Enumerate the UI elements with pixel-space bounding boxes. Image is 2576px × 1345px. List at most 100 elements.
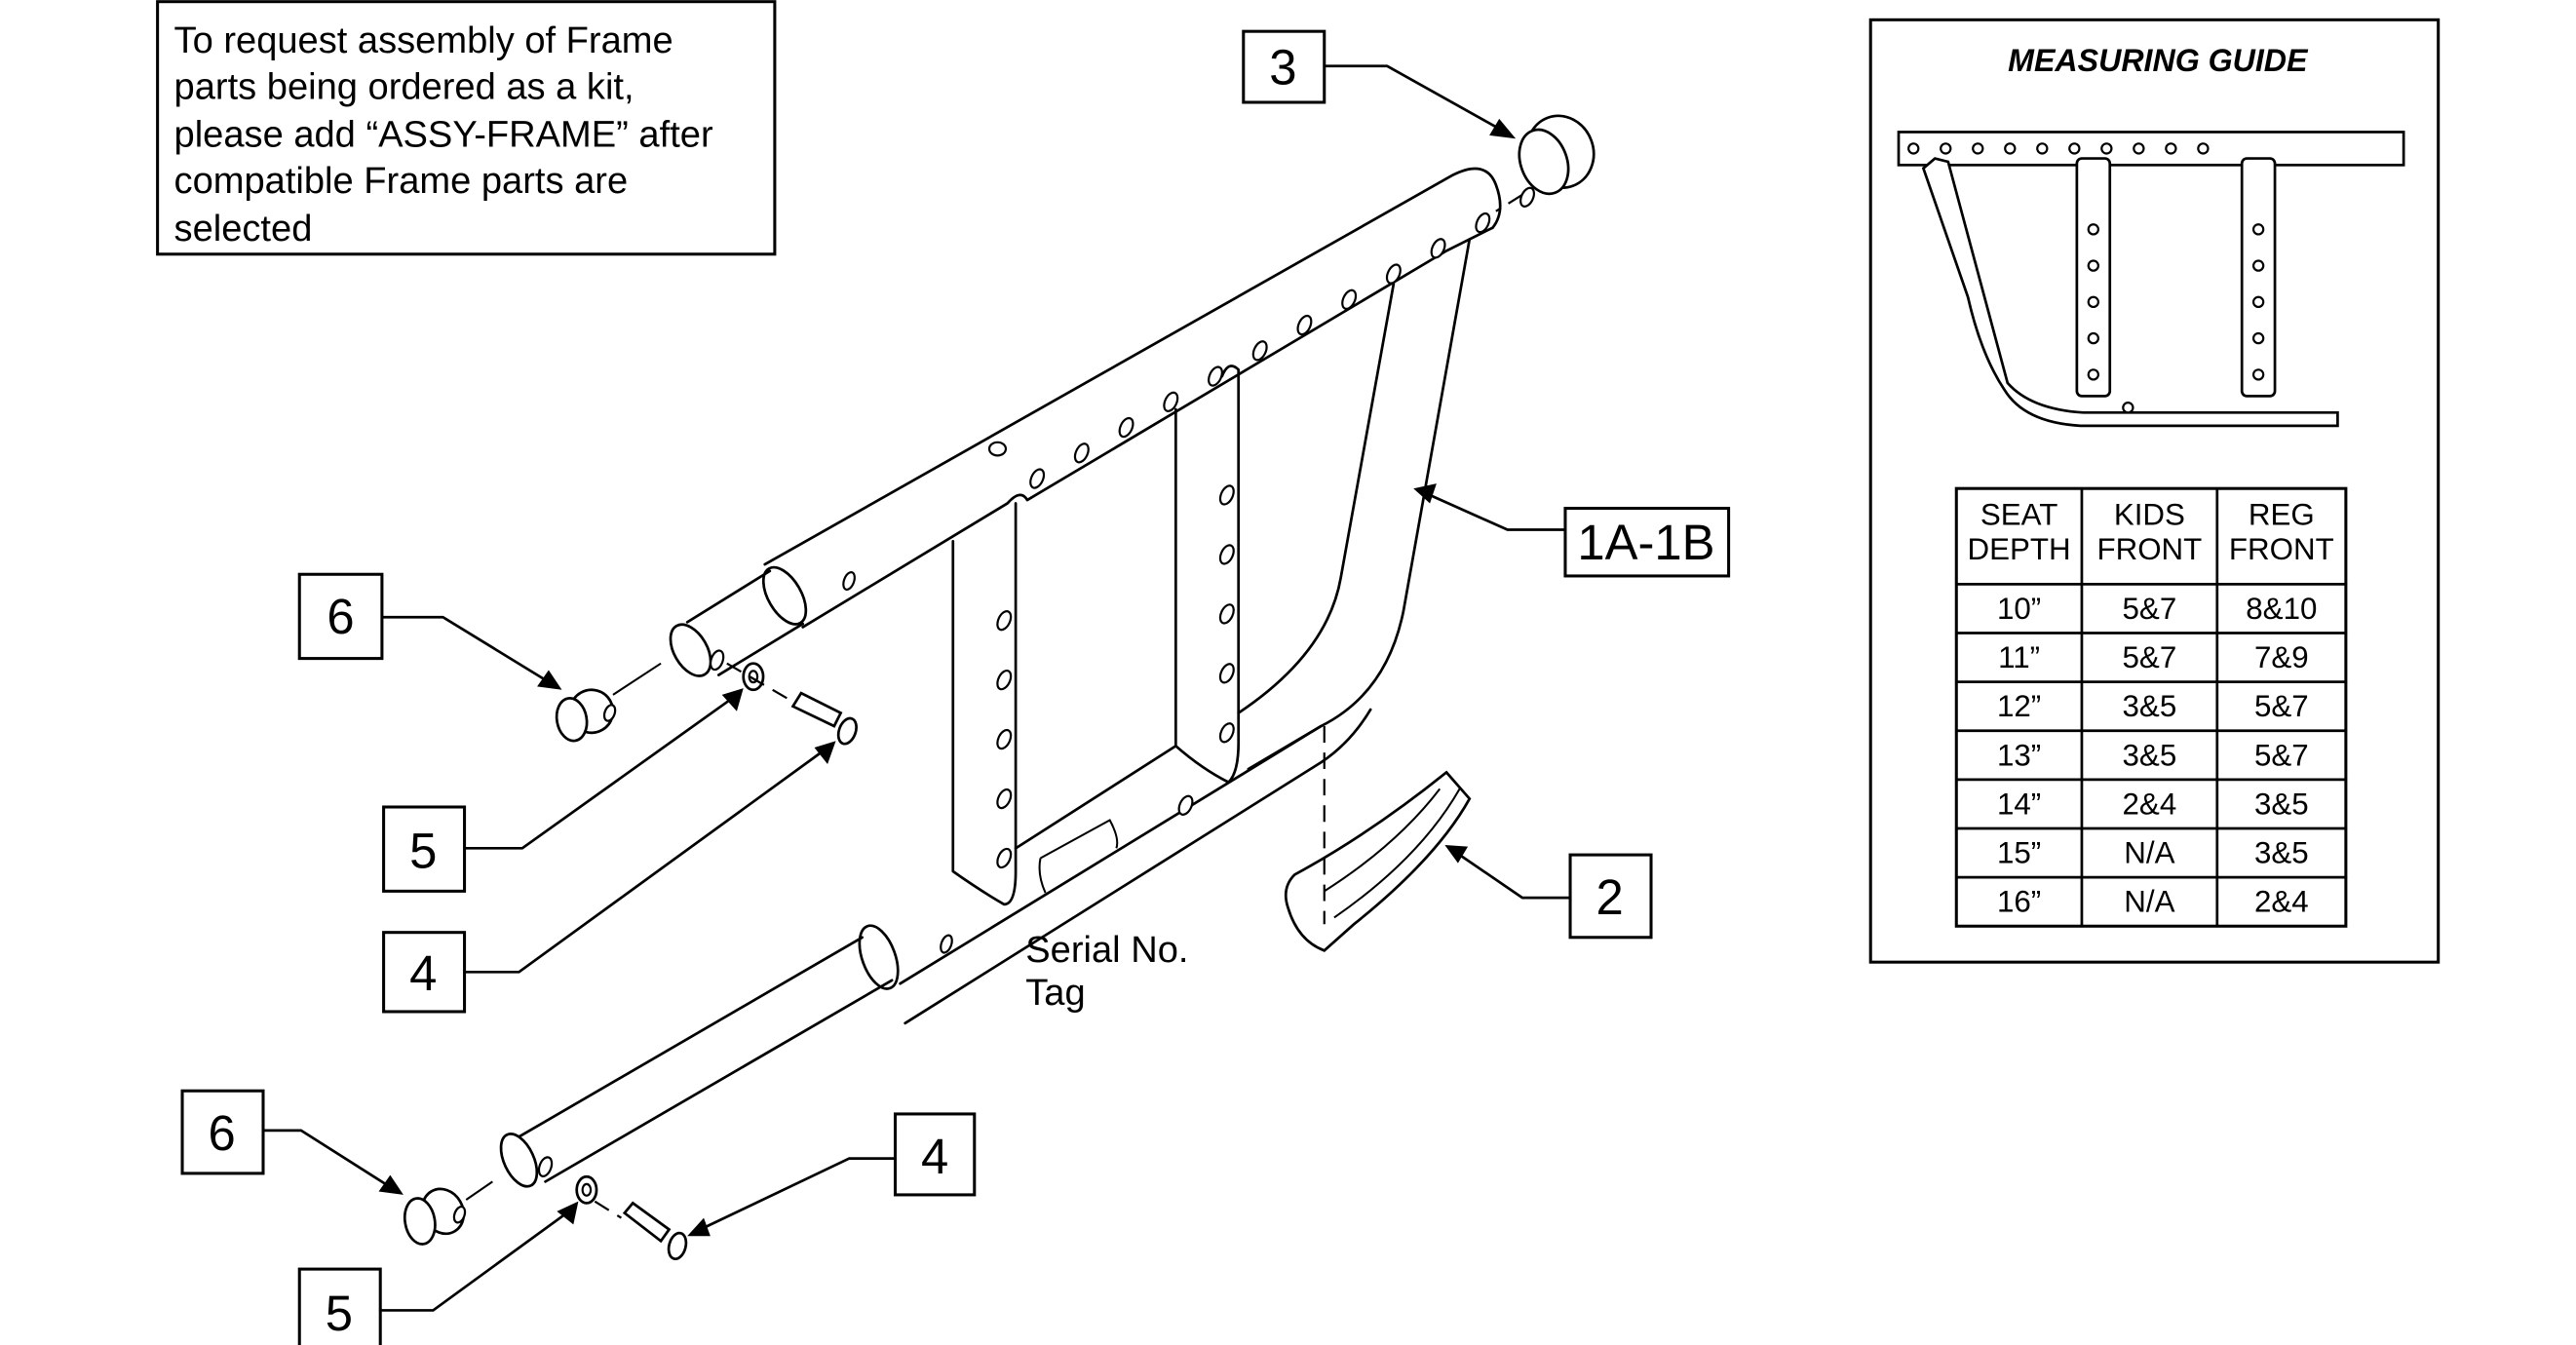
part-5-lower-washer-hole bbox=[581, 1182, 593, 1197]
callout-part-5-lower-box[interactable] bbox=[297, 1267, 382, 1345]
table-cell: 3&5 bbox=[2254, 836, 2309, 870]
lower-tube-hole bbox=[1177, 794, 1194, 816]
sketch-hole bbox=[2087, 295, 2099, 309]
upper-tube-collar bbox=[761, 565, 808, 626]
callout-part-5-lower[interactable]: 5 bbox=[297, 1201, 579, 1345]
callout-part-2-leader bbox=[1458, 853, 1572, 900]
sketch-hole bbox=[2165, 142, 2177, 155]
part-3-end-cap bbox=[1495, 114, 1596, 212]
lower-crossbar bbox=[1014, 744, 1177, 850]
callout-part-5-upper[interactable]: 5 bbox=[382, 688, 744, 893]
sketch-hole bbox=[2068, 142, 2081, 155]
sketch-hole bbox=[2004, 142, 2017, 155]
lower-screw-axis bbox=[594, 1200, 623, 1219]
lower-tube-hole-2 bbox=[940, 934, 953, 954]
callout-part-6-lower-box[interactable] bbox=[180, 1089, 265, 1175]
table-cell: 3&5 bbox=[2123, 689, 2177, 723]
frame-hole bbox=[996, 610, 1013, 632]
table-cell: 16” bbox=[1997, 885, 2041, 919]
sketch-front-upright bbox=[2240, 157, 2277, 398]
callout-part-2[interactable]: 2 bbox=[1444, 844, 1653, 940]
table-cell: 15” bbox=[1997, 836, 2041, 870]
end-cap-rim bbox=[1518, 128, 1570, 196]
assembly-note-line-2: parts being ordered as a kit, bbox=[174, 67, 634, 108]
serial-number-tag-label-line-1: Serial No. bbox=[1025, 930, 1188, 971]
callout-part-1a-1b[interactable]: 1A-1B bbox=[1413, 483, 1731, 578]
part-4-lower-screw-head bbox=[667, 1231, 688, 1261]
table-cell: 5&7 bbox=[2123, 592, 2177, 626]
callout-part-5-lower-leader bbox=[378, 1211, 568, 1312]
serial-number-tag-label-line-2: Tag bbox=[1025, 973, 1085, 1014]
table-cell: 5&7 bbox=[2254, 738, 2309, 772]
callout-part-3[interactable]: 3 bbox=[1242, 29, 1517, 139]
callout-part-5-upper-leader bbox=[463, 698, 732, 850]
frame-hole bbox=[996, 669, 1013, 691]
heel-cup-body bbox=[1284, 770, 1472, 952]
sketch-rear-upright bbox=[2075, 157, 2112, 398]
callout-part-4-upper-arrow bbox=[814, 741, 836, 764]
frame-hole bbox=[1218, 663, 1235, 684]
callout-part-4-lower-leader bbox=[702, 1157, 897, 1230]
end-cap-axis-line bbox=[1495, 193, 1523, 212]
table-cell: 7&9 bbox=[2254, 640, 2309, 674]
callout-part-6-upper-box[interactable] bbox=[297, 572, 384, 661]
table-cell: 2&4 bbox=[2123, 787, 2177, 821]
table-cell: 11” bbox=[1998, 640, 2040, 674]
callout-part-6-upper-label: 6 bbox=[327, 589, 354, 644]
callout-part-6-lower-label: 6 bbox=[209, 1105, 236, 1161]
part-6-lower-plug-face bbox=[403, 1197, 437, 1246]
frame-hole bbox=[1475, 211, 1491, 234]
front-plate-holes bbox=[1218, 484, 1235, 744]
measuring-guide-title: MEASURING GUIDE bbox=[2008, 43, 2309, 78]
front-tube-inner bbox=[1237, 282, 1396, 714]
sketch-hole bbox=[2087, 223, 2099, 236]
callout-part-4-lower-box[interactable] bbox=[893, 1112, 977, 1197]
lower-insert-hole bbox=[537, 1156, 554, 1177]
callout-part-5-lower-arrow bbox=[557, 1201, 579, 1225]
callout-part-6-lower[interactable]: 6 bbox=[180, 1089, 404, 1195]
callout-part-4-upper[interactable]: 4 bbox=[382, 741, 836, 1014]
frame-hole bbox=[996, 728, 1013, 750]
lower-fastener-group bbox=[403, 1174, 688, 1261]
callout-part-6-upper-arrow bbox=[537, 670, 562, 690]
table-cell: 5&7 bbox=[2123, 640, 2177, 674]
measuring-guide-frame-sketch bbox=[1897, 131, 2405, 428]
callout-part-2-box[interactable] bbox=[1568, 853, 1653, 940]
sketch-hole bbox=[2122, 402, 2134, 414]
table-cell: 2&4 bbox=[2254, 885, 2309, 919]
sketch-hole bbox=[2251, 259, 2265, 272]
sketch-hole bbox=[1907, 142, 1920, 155]
callout-part-3-box[interactable] bbox=[1242, 29, 1326, 104]
part-4-upper-screw-head bbox=[836, 716, 858, 746]
sketch-hole bbox=[2100, 142, 2113, 155]
table-cell: 8&10 bbox=[2246, 592, 2317, 626]
callout-part-1a-1b-label: 1A-1B bbox=[1577, 515, 1714, 570]
callout-part-6-lower-leader bbox=[261, 1129, 389, 1187]
frame-hole bbox=[1208, 365, 1223, 387]
frame-hole bbox=[1251, 340, 1268, 362]
callout-part-4-lower[interactable]: 4 bbox=[687, 1112, 977, 1237]
frame-hole bbox=[1296, 314, 1313, 336]
callout-part-6-upper[interactable]: 6 bbox=[297, 572, 562, 690]
callout-part-3-leader bbox=[1323, 64, 1501, 131]
part-6-upper-plug-hole bbox=[602, 704, 617, 722]
assembly-note-line-1: To request assembly of Frame bbox=[174, 20, 673, 61]
callout-part-1a-1b-box[interactable] bbox=[1563, 506, 1731, 578]
frame-hole bbox=[1341, 288, 1358, 310]
table-cell: 14” bbox=[1997, 787, 2041, 821]
frame-hole bbox=[1029, 468, 1046, 489]
callout-part-4-lower-arrow bbox=[687, 1217, 711, 1237]
serial-tag-plate bbox=[1038, 819, 1119, 894]
upper-insert-tube-end bbox=[669, 623, 712, 677]
table-header-cell: KIDS bbox=[2114, 497, 2185, 531]
upper-tube-bottom-edge bbox=[801, 226, 1494, 629]
assembly-note-border bbox=[156, 0, 777, 256]
upper-tube-holes bbox=[1029, 186, 1535, 489]
sketch-hole bbox=[2036, 142, 2049, 155]
assembly-note-line-4: compatible Frame parts are bbox=[174, 161, 629, 202]
callout-part-6-upper-leader bbox=[380, 615, 547, 681]
part-6-lower-plug-hole bbox=[452, 1205, 467, 1224]
callout-part-1a-1b-arrow bbox=[1413, 483, 1437, 504]
table-cell: 3&5 bbox=[2123, 738, 2177, 772]
callout-part-1a-1b-leader bbox=[1428, 493, 1567, 531]
